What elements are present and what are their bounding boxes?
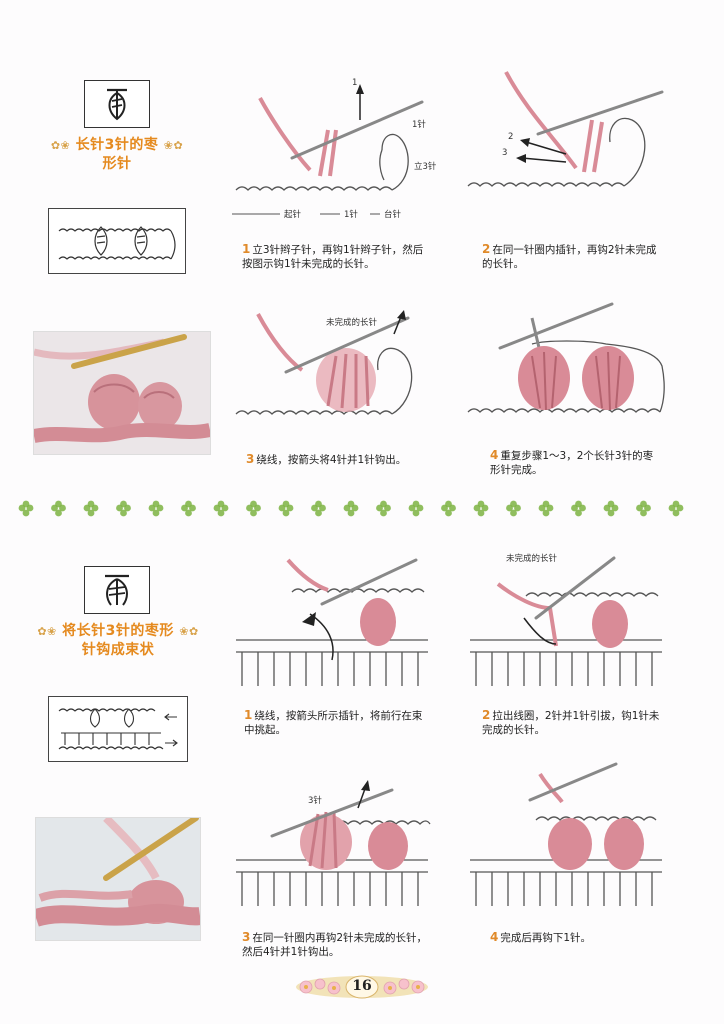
leaf-cluster-icon <box>376 500 391 517</box>
leaf-cluster-icon <box>181 500 196 517</box>
step-text: 拉出线圈，2针并1针引拔，钩1针未完成的长针。 <box>482 710 660 736</box>
bundle-chart-diagram <box>58 708 178 750</box>
leaf-cluster-icon <box>636 500 651 517</box>
stitch-chart-1 <box>48 208 186 274</box>
step-text: 重复步骤1～3，2个长针3针的枣形针完成。 <box>490 450 654 476</box>
bobble-chart-diagram <box>58 226 176 260</box>
s2-step3-diagram: 3针 <box>232 776 432 916</box>
step-number: 3 <box>246 452 255 466</box>
page-number: 16 <box>352 978 372 994</box>
s2-step2-label-unfinished: 未完成的长针 <box>506 554 558 564</box>
leaf-cluster-icon <box>668 500 684 517</box>
photo-bobble-stitch-1 <box>34 332 210 454</box>
leaf-cluster-icon <box>571 500 586 517</box>
leaf-cluster-icon <box>18 500 34 517</box>
step-text: 绕线，按箭头将4针并1针钩出。 <box>256 454 407 466</box>
leaf-cluster-icon <box>506 500 521 517</box>
step-number: 1 <box>242 242 251 256</box>
leaf-cluster-icon <box>441 500 456 517</box>
stitch-symbol-box-2 <box>84 566 150 614</box>
step-text: 在同一针圈内再钩2针未完成的长针，然后4针并1针钩出。 <box>242 932 428 958</box>
section1-title-line1: 长针3针的枣 <box>75 137 159 153</box>
step3-diagram: 未完成的长针 <box>232 310 442 430</box>
leaf-cluster-icon <box>51 500 66 517</box>
bobble-stitch-symbol-icon <box>107 88 127 121</box>
step-text: 立3针辫子针，再钩1针辫子针，然后按图示钩1针未完成的长针。 <box>242 244 424 270</box>
leaf-divider <box>12 500 712 520</box>
step2-diagram: 2 3 <box>466 70 676 200</box>
section1-title-line2: 形针 <box>102 156 132 172</box>
step1-label-one: 1针 <box>344 210 358 220</box>
step-number: 3 <box>242 930 251 944</box>
leaf-cluster-icon <box>343 500 359 517</box>
page-number-banner: 16 <box>290 972 434 1002</box>
floral-banner-icon <box>296 975 428 999</box>
flower-ornament-icon: ✿❀ <box>37 625 57 638</box>
section2-title-line1: 将长针3针的枣形 <box>62 623 174 639</box>
leaf-cluster-icon <box>246 500 261 517</box>
leaf-cluster-icon <box>473 500 489 517</box>
step-number: 1 <box>244 708 253 722</box>
step1-diagram: 1 1针 立3针 起针 1针 台针 <box>232 78 442 230</box>
leaf-cluster-icon <box>538 500 554 517</box>
step-text: 在同一针圈内插针，再钩2针未完成的长针。 <box>482 244 657 270</box>
crochet-photo-1 <box>34 332 210 454</box>
s2-step1-diagram <box>232 556 432 696</box>
step1-arrow-label-1: 1 <box>352 78 358 88</box>
step2-arrow-label-2: 2 <box>508 132 514 142</box>
s2-step3-label-three: 3针 <box>308 796 322 806</box>
step1-label-stand3: 立3针 <box>414 162 437 172</box>
flower-ornament-icon: ❀✿ <box>163 139 184 152</box>
leaf-divider-icons <box>18 500 684 517</box>
step-number: 4 <box>490 448 499 462</box>
stitch-symbol-box-1 <box>84 80 150 128</box>
step4-diagram <box>466 290 676 430</box>
flower-ornament-icon: ❀✿ <box>179 625 199 638</box>
step-number: 2 <box>482 242 491 256</box>
step-text: 绕线，按箭头所示插针，将前行在束中挑起。 <box>244 710 423 736</box>
step-text: 完成后再钩下1针。 <box>500 932 592 944</box>
stitch-chart-2 <box>48 696 188 762</box>
crochet-photo-2 <box>36 818 200 940</box>
step-number: 4 <box>490 930 499 944</box>
leaf-cluster-icon <box>311 500 326 517</box>
flower-ornament-icon: ✿❀ <box>50 139 71 152</box>
s2-step2-diagram: 未完成的长针 <box>466 548 666 696</box>
leaf-cluster-icon <box>408 500 424 517</box>
s2-step4-diagram <box>466 760 666 916</box>
step1-label-base: 台针 <box>384 210 402 220</box>
step3-label-unfinished: 未完成的长针 <box>326 318 378 328</box>
leaf-cluster-icon <box>83 500 99 517</box>
step2-arrow-label-3: 3 <box>502 148 508 158</box>
leaf-cluster-icon <box>278 500 294 517</box>
step1-label-needle: 1针 <box>412 120 426 130</box>
leaf-cluster-icon <box>603 500 619 517</box>
section2-title-line2: 针钩成束状 <box>81 642 155 658</box>
step-number: 2 <box>482 708 491 722</box>
section2-title: ✿❀ 将长针3针的枣形 ❀✿ 针钩成束状 <box>28 622 208 660</box>
leaf-cluster-icon <box>213 500 229 517</box>
leaf-cluster-icon <box>148 500 164 517</box>
photo-bobble-stitch-2 <box>36 818 200 940</box>
step1-label-start: 起针 <box>284 210 302 220</box>
section1-title: ✿❀ 长针3针的枣 ❀✿ 形针 <box>42 136 192 174</box>
bobble-bundle-symbol-icon <box>105 574 129 606</box>
leaf-cluster-icon <box>116 500 131 517</box>
